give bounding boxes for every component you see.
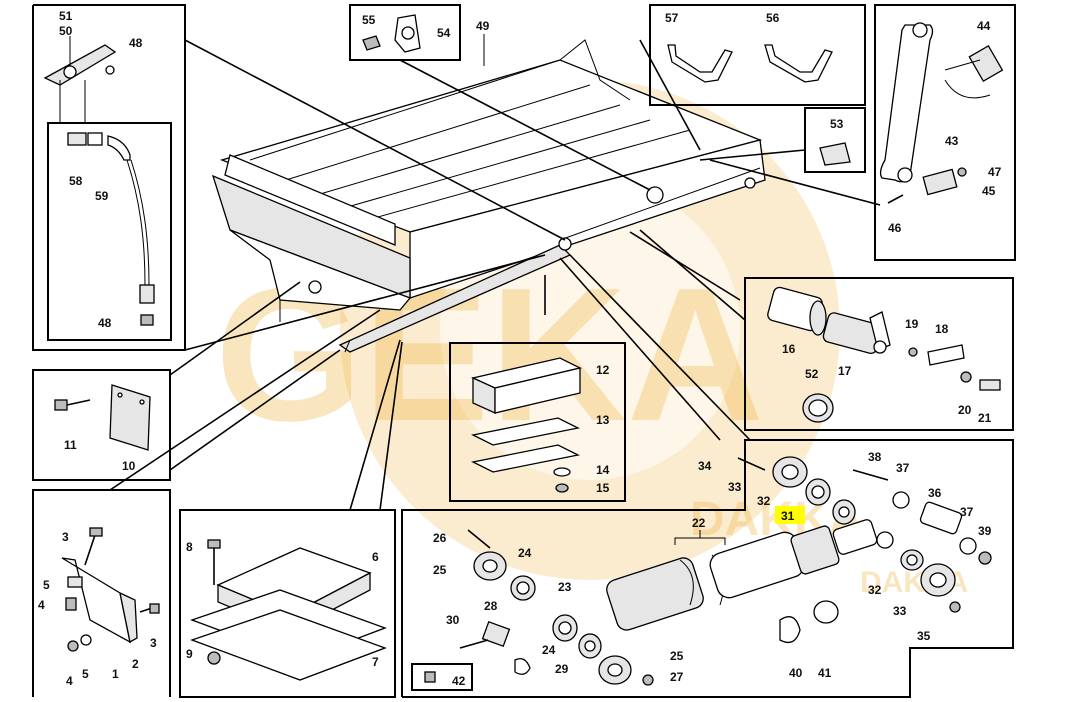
label-15: 15 (596, 481, 610, 495)
label-5-bottom: 5 (82, 667, 89, 681)
label-20: 20 (958, 403, 972, 417)
label-49: 49 (476, 19, 490, 33)
label-7: 7 (372, 655, 379, 669)
label-13: 13 (596, 413, 610, 427)
label-57: 57 (665, 11, 679, 25)
label-33-top: 33 (728, 480, 742, 494)
label-48-top: 48 (129, 36, 143, 50)
label-43: 43 (945, 134, 959, 148)
label-51: 51 (59, 9, 73, 23)
label-26: 26 (433, 531, 447, 545)
label-58: 58 (69, 174, 83, 188)
box-55-54: 55 54 (349, 4, 461, 61)
label-28: 28 (484, 599, 498, 613)
label-14: 14 (596, 463, 610, 477)
label-39: 39 (978, 524, 992, 538)
label-16: 16 (782, 342, 796, 356)
label-3-right: 3 (150, 636, 157, 650)
label-25-left: 25 (433, 563, 447, 577)
label-11: 11 (64, 438, 77, 452)
label-46: 46 (888, 221, 902, 235)
box-pad: 12 13 14 15 (449, 342, 626, 502)
label-41: 41 (818, 666, 832, 680)
label-52: 52 (805, 367, 819, 381)
label-32-top: 32 (757, 494, 771, 508)
label-35: 35 (917, 629, 931, 643)
label-47: 47 (988, 165, 1002, 179)
highlight-31 (775, 506, 805, 524)
label-9: 9 (186, 647, 193, 661)
label-50: 50 (59, 24, 73, 38)
label-36: 36 (928, 486, 942, 500)
label-8: 8 (186, 540, 193, 554)
label-4-top: 4 (38, 598, 45, 612)
label-34: 34 (698, 459, 712, 473)
label-38: 38 (868, 450, 882, 464)
label-33-bottom: 33 (893, 604, 907, 618)
box-bracket: 3 5 4 3 4 5 1 2 (32, 489, 171, 697)
label-23: 23 (558, 580, 572, 594)
label-24-bottom: 24 (542, 643, 556, 657)
box-plate: 11 10 (32, 369, 171, 481)
box-cylinder: 22 34 33 32 31 38 37 36 37 39 32 33 35 4… (401, 439, 1014, 698)
label-22: 22 (692, 516, 706, 530)
label-55: 55 (362, 13, 376, 27)
leader-lines (109, 39, 881, 511)
label-53: 53 (830, 117, 844, 131)
label-48-bottom: 48 (98, 316, 112, 330)
box-hydraulic-hose: 51 50 48 58 59 48 (32, 4, 186, 351)
label-10: 10 (122, 459, 136, 473)
label-37-top: 37 (896, 461, 910, 475)
label-19: 19 (905, 317, 919, 331)
label-4-bottom: 4 (66, 674, 73, 688)
box-53: 53 (804, 107, 866, 173)
label-12: 12 (596, 363, 610, 377)
label-21: 21 (978, 411, 992, 425)
label-2: 2 (132, 657, 139, 671)
label-40: 40 (789, 666, 803, 680)
label-27: 27 (670, 670, 684, 684)
label-31: 31 (781, 509, 795, 523)
box-pivot-bushing: 16 17 19 18 52 20 21 (744, 277, 1014, 431)
label-25-bottom: 25 (670, 649, 684, 663)
label-54: 54 (437, 26, 451, 40)
dump-body (211, 39, 766, 353)
label-17: 17 (838, 364, 852, 378)
label-6: 6 (372, 550, 379, 564)
label-30: 30 (446, 613, 460, 627)
label-56: 56 (766, 11, 780, 25)
label-3-top: 3 (62, 530, 69, 544)
label-5-top: 5 (43, 578, 50, 592)
label-37-right: 37 (960, 505, 974, 519)
label-45: 45 (982, 184, 996, 198)
label-42: 42 (452, 674, 466, 688)
box-cover: 8 6 9 7 (179, 509, 396, 698)
label-29: 29 (555, 662, 569, 676)
label-59: 59 (95, 189, 109, 203)
label-24-top: 24 (518, 546, 532, 560)
box-lifting-link: 44 43 47 45 46 (874, 4, 1016, 261)
label-44: 44 (977, 19, 991, 33)
label-18: 18 (935, 322, 949, 336)
box-57-56: 57 56 (649, 4, 866, 106)
label-1: 1 (112, 667, 119, 681)
label-32-bottom: 32 (868, 583, 882, 597)
